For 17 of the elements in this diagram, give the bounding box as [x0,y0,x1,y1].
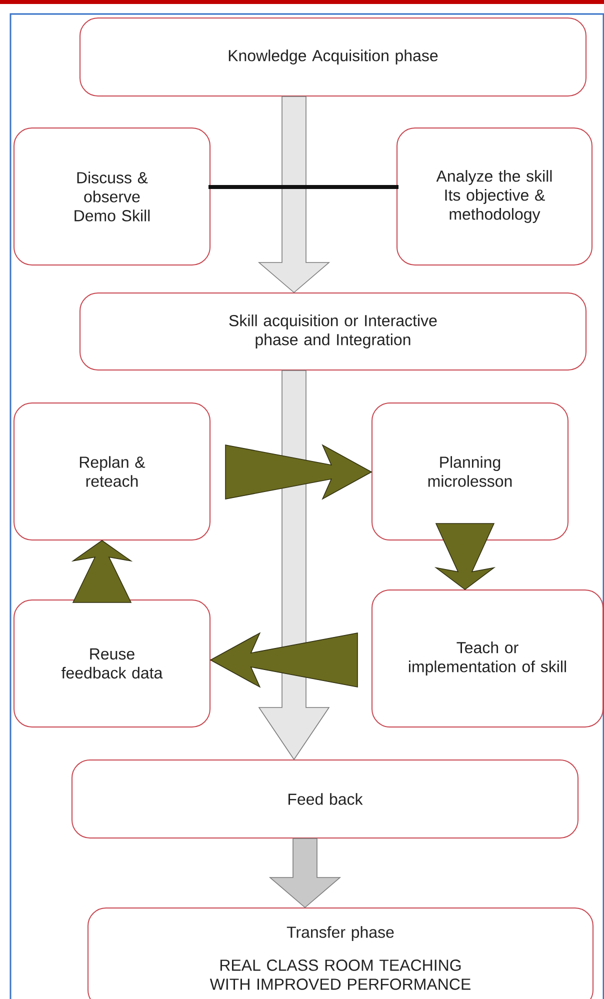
step-box: Planning microlesson [372,402,568,540]
phase-box: Transfer phase REAL CLASS ROOM TEACHING WITH IMPROVED PERFORMANCE [88,908,594,999]
step-box: Discuss & observe Demo Skill [14,128,210,266]
step-box: Analyze the skill Its objective & methodology [396,128,592,266]
block-arrow [434,523,496,590]
step-box: Reuse feedback data [14,600,210,728]
block-arrow [71,540,133,603]
block-arrow [225,444,372,500]
block-arrow [258,96,330,294]
phase-box: Skill acquisition or Interactive phase and Integration [80,292,586,370]
block-arrow [268,838,342,908]
phase-box: Knowledge Acquisition phase [80,18,586,96]
block-arrow [210,632,358,688]
connector-line [208,185,398,189]
phase-box: Feed back [72,760,578,838]
step-box: Replan & reteach [14,402,210,540]
step-box: Teach or implementation of skill [372,590,604,728]
